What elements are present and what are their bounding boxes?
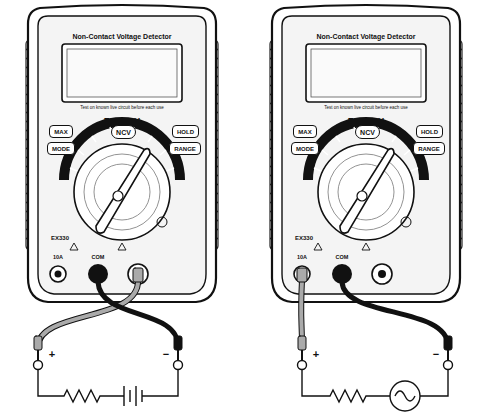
meter-button: RANGE — [169, 142, 201, 155]
meter-button: MODE — [47, 142, 75, 155]
jack-label: 10A — [53, 255, 63, 261]
polarity-sign: + — [49, 349, 55, 360]
polarity-sign: + — [313, 349, 319, 360]
dc-circuit — [34, 361, 183, 407]
jack-label: 10A — [297, 255, 307, 261]
panel-title: Non-Contact Voltage Detector — [316, 33, 415, 40]
button-text: MAX — [54, 129, 67, 135]
meter-button: NCV — [355, 125, 380, 139]
button-text: MODE — [296, 146, 314, 152]
meter-button: HOLD — [416, 125, 443, 138]
meter-button: MAX — [49, 125, 73, 138]
button-text: RANGE — [418, 146, 440, 152]
meter-button: RANGE — [413, 142, 445, 155]
test-leads — [34, 268, 452, 360]
button-text: RANGE — [174, 146, 196, 152]
button-text: MODE — [52, 146, 70, 152]
polarity-sign: − — [433, 349, 439, 360]
button-text: HOLD — [177, 129, 194, 135]
warning-note: Test on known live circuit before each u… — [324, 106, 407, 111]
jack-label: COM — [336, 255, 349, 261]
meter-button: MODE — [291, 142, 319, 155]
ac-meter — [270, 5, 462, 302]
meter-button: MAX — [293, 125, 317, 138]
model-number: EX330 — [295, 235, 313, 241]
meter-button: HOLD — [172, 125, 199, 138]
button-text: NCV — [360, 129, 375, 136]
button-text: MAX — [298, 129, 311, 135]
warning-note: Test on known live circuit before each u… — [80, 106, 163, 111]
jack-label: COM — [92, 255, 105, 261]
polarity-sign: − — [163, 349, 169, 360]
button-text: HOLD — [421, 129, 438, 135]
button-text: NCV — [116, 129, 131, 136]
panel-title: Non-Contact Voltage Detector — [72, 33, 171, 40]
meter-button: NCV — [111, 125, 136, 139]
ac-circuit — [298, 361, 453, 412]
dc-meter — [26, 5, 218, 302]
model-number: EX330 — [51, 235, 69, 241]
